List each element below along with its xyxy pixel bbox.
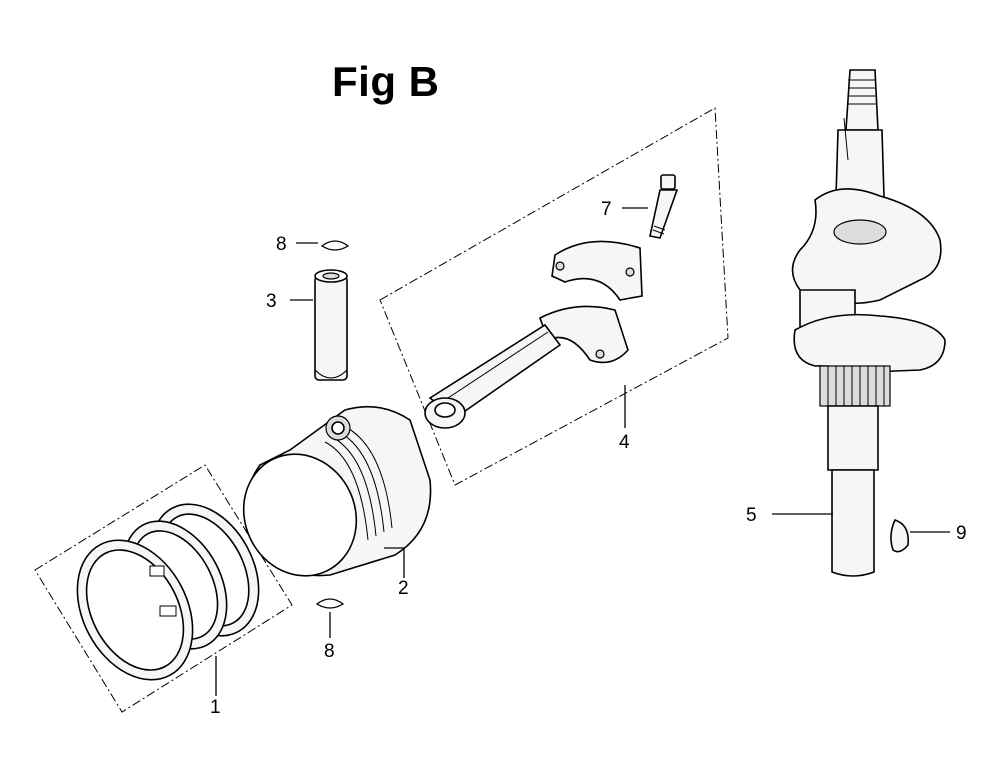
callout-5: 5	[746, 505, 757, 526]
callout-8-bottom: 8	[324, 641, 335, 662]
piston-pin-clip-bottom	[315, 598, 345, 609]
piston-pin-clip-top	[320, 240, 350, 251]
counterweight-upper	[791, 188, 942, 305]
piston-crown	[242, 453, 358, 577]
piston	[242, 405, 432, 577]
rod-bolt	[649, 174, 679, 239]
timing-gear	[819, 365, 891, 407]
callout-4: 4	[619, 432, 630, 453]
rings-frame	[34, 464, 293, 713]
connecting-rod-group	[379, 107, 729, 486]
callout-8-top: 8	[276, 234, 287, 255]
piston-rings-group	[34, 464, 293, 713]
callout-7: 7	[601, 199, 612, 220]
piston-pin	[314, 269, 348, 381]
callout-3: 3	[266, 291, 277, 312]
callout-2: 2	[398, 578, 409, 599]
rod-cap	[551, 240, 643, 301]
callout-9: 9	[956, 523, 967, 544]
callout-1: 1	[210, 697, 221, 718]
woodruff-key	[890, 519, 910, 553]
leader-lines	[215, 207, 950, 696]
rod-frame	[379, 107, 729, 486]
counterweight-lower	[793, 313, 946, 373]
crankshaft	[791, 69, 946, 577]
figure-title: Fig B	[332, 58, 440, 105]
